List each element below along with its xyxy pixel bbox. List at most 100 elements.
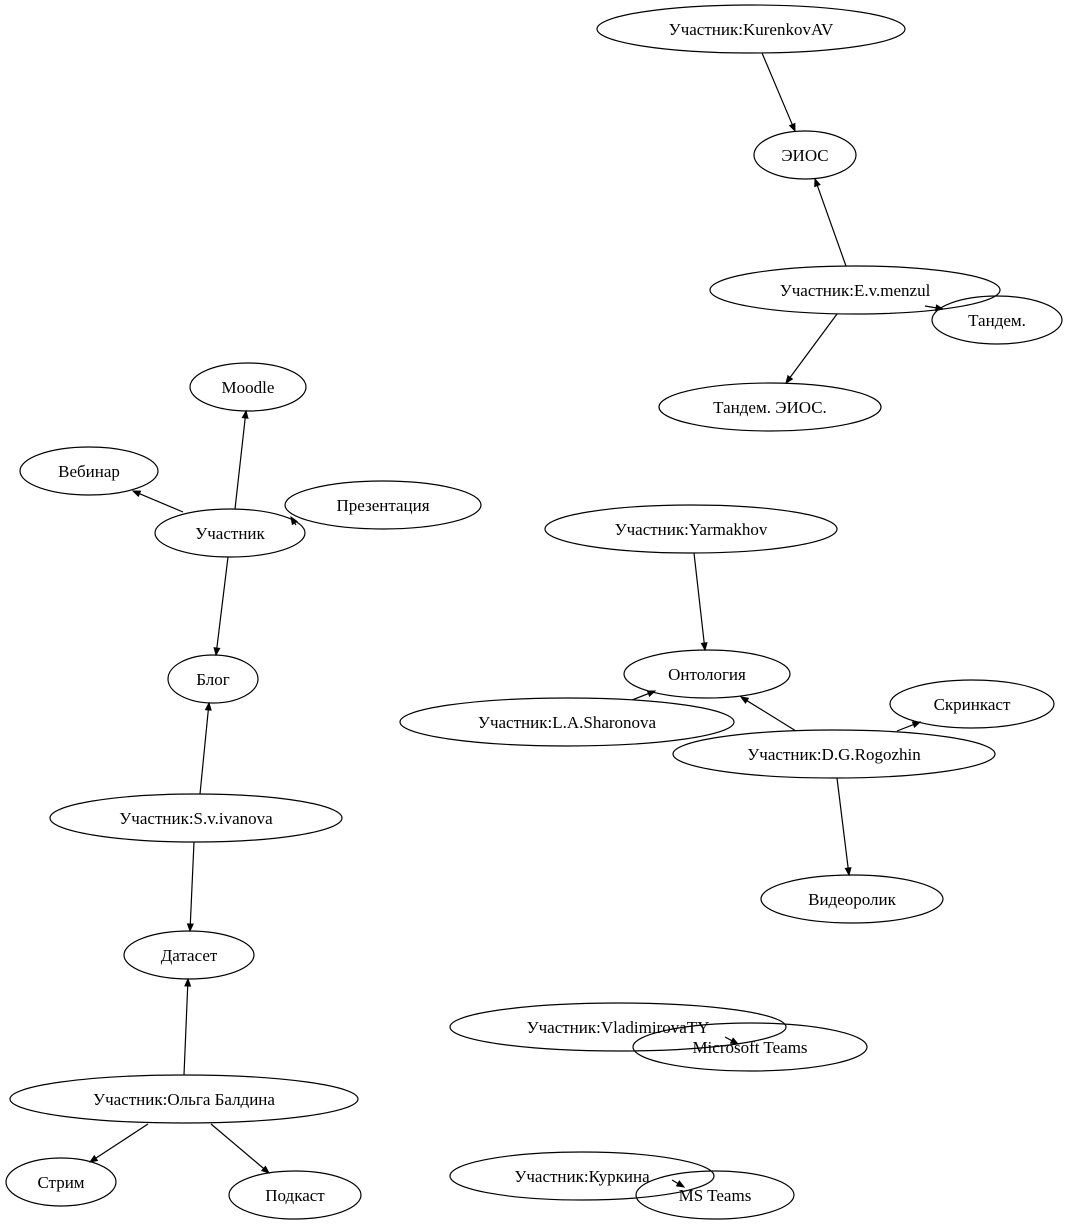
edge-line (199, 709, 209, 795)
node-label: ЭИОС (781, 146, 828, 165)
node-ellipse (449, 1151, 715, 1201)
node-label: Датасет (161, 946, 218, 965)
node-menzul[interactable]: Участник:E.v.menzul (709, 265, 1001, 315)
arrowhead-icon (131, 490, 142, 498)
arrowhead-icon (814, 177, 821, 188)
edge-ivanova-to-blog (199, 701, 212, 795)
node-baldina[interactable]: Участник:Ольга Балдина (9, 1074, 359, 1124)
node-eios[interactable]: ЭИОС (753, 130, 857, 180)
edge-kurenkov-to-eios (761, 52, 796, 133)
node-label: Участник:Yarmakhov (615, 520, 768, 539)
edge-line (95, 1123, 149, 1159)
edge-yarmakhov-to-ontology (693, 552, 708, 652)
node-ellipse (167, 654, 259, 704)
node-presentation[interactable]: Презентация (284, 480, 482, 530)
edge-line (761, 52, 793, 125)
edge-rogozhin-to-screencast (896, 721, 922, 732)
node-tandem_eios[interactable]: Тандем. ЭИОС. (658, 382, 882, 432)
node-ellipse (19, 446, 159, 496)
edge-line (234, 417, 246, 510)
node-label: Участник:Ольга Балдина (93, 1090, 275, 1109)
node-ellipse (753, 130, 857, 180)
node-webinar[interactable]: Вебинар (19, 446, 159, 496)
node-label: Участник:L.A.Sharonova (478, 713, 657, 732)
node-moodle[interactable]: Moodle (189, 362, 307, 412)
edge-line (836, 777, 849, 869)
node-blog[interactable]: Блог (167, 654, 259, 704)
edge-rogozhin-to-ontology (739, 696, 797, 732)
node-ellipse (632, 1022, 868, 1072)
edge-baldina-to-podcast (210, 1123, 271, 1174)
node-msteams_full[interactable]: Microsoft Teams (632, 1022, 868, 1072)
node-ellipse (399, 697, 735, 747)
node-video[interactable]: Видеоролик (760, 874, 944, 924)
node-label: Стрим (37, 1173, 84, 1192)
node-kurkina[interactable]: Участник:Куркина (449, 1151, 715, 1201)
node-ellipse (189, 362, 307, 412)
node-ellipse (284, 480, 482, 530)
edge-kurkina-to-msteams (671, 1179, 686, 1188)
node-dataset[interactable]: Датасет (123, 930, 255, 980)
arrowhead-icon (204, 701, 212, 711)
node-ivanova[interactable]: Участник:S.v.ivanova (49, 793, 343, 843)
arrowhead-icon (184, 977, 192, 987)
edge-line (216, 556, 229, 649)
node-label: Microsoft Teams (692, 1038, 807, 1057)
edge-baldina-to-dataset (183, 977, 192, 1076)
node-rogozhin[interactable]: Участник:D.G.Rogozhin (672, 729, 996, 779)
arrowhead-icon (241, 409, 249, 419)
node-label: Участник:D.G.Rogozhin (747, 745, 921, 764)
node-ellipse (596, 4, 906, 54)
node-ellipse (123, 930, 255, 980)
node-ellipse (635, 1170, 795, 1220)
arrowhead-icon (186, 923, 194, 933)
node-participant[interactable]: Участник (154, 508, 306, 558)
edge-participant-to-blog (213, 556, 229, 657)
edge-line (693, 552, 705, 644)
node-label: Вебинар (58, 462, 120, 481)
edge-menzul-to-tandem_eios (785, 313, 838, 385)
edge-baldina-to-stream (88, 1123, 149, 1163)
arrowhead-icon (88, 1154, 99, 1163)
node-screencast[interactable]: Скринкаст (889, 679, 1055, 729)
node-vladimirova[interactable]: Участник:VladimirovaTY (449, 1002, 787, 1052)
node-ellipse (931, 295, 1063, 345)
node-ellipse (709, 265, 1001, 315)
arrowhead-icon (213, 647, 221, 657)
arrowhead-icon (260, 1165, 271, 1174)
edge-line (139, 493, 184, 513)
node-kurenkov[interactable]: Участник:KurenkovAV (596, 4, 906, 54)
node-msteams[interactable]: MS Teams (635, 1170, 795, 1220)
node-sharonova[interactable]: Участник:L.A.Sharonova (399, 697, 735, 747)
edge-line (896, 723, 914, 732)
edge-participant-to-webinar (131, 490, 184, 513)
node-stream[interactable]: Стрим (5, 1157, 117, 1207)
node-label: Скринкаст (934, 695, 1011, 714)
node-yarmakhov[interactable]: Участник:Yarmakhov (544, 504, 838, 554)
edge-ivanova-to-dataset (186, 841, 195, 933)
node-podcast[interactable]: Подкаст (228, 1170, 362, 1220)
node-ellipse (5, 1157, 117, 1207)
node-ontology[interactable]: Онтология (623, 649, 791, 699)
node-label: Видеоролик (808, 890, 896, 909)
node-ellipse (9, 1074, 359, 1124)
node-tandem[interactable]: Тандем. (931, 295, 1063, 345)
arrowhead-icon (675, 1180, 686, 1188)
node-ellipse (49, 793, 343, 843)
node-ellipse (658, 382, 882, 432)
node-ellipse (672, 729, 996, 779)
node-ellipse (623, 649, 791, 699)
node-label: Тандем. ЭИОС. (713, 398, 827, 417)
node-ellipse (449, 1002, 787, 1052)
node-label: Блог (196, 670, 230, 689)
node-ellipse (154, 508, 306, 558)
edge-participant-to-moodle (234, 409, 249, 510)
edge-line (789, 313, 838, 378)
node-ellipse (889, 679, 1055, 729)
edge-line (189, 841, 195, 925)
node-label: Онтология (668, 665, 746, 684)
node-label: Подкаст (265, 1186, 325, 1205)
node-label: MS Teams (679, 1186, 752, 1205)
